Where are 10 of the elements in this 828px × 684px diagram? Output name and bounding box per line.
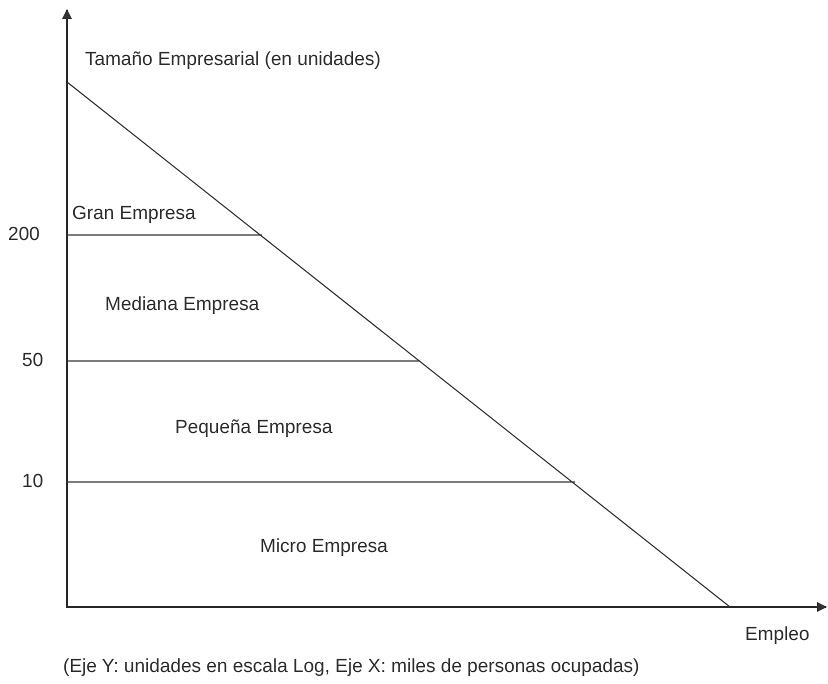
axis-title: Empleo <box>745 624 810 646</box>
tick-label: 200 <box>8 224 40 246</box>
region-label: Gran Empresa <box>72 203 196 225</box>
axis-title: Tamaño Empresarial (en unidades) <box>85 49 381 71</box>
tick-label: 10 <box>22 471 44 493</box>
region-label: Pequeña Empresa <box>175 417 332 439</box>
region-label: Mediana Empresa <box>105 294 260 316</box>
tick-label: 50 <box>22 350 44 372</box>
region-label: Micro Empresa <box>260 536 388 558</box>
caption: (Eje Y: unidades en escala Log, Eje X: miles de personas ocupadas) <box>63 656 640 678</box>
